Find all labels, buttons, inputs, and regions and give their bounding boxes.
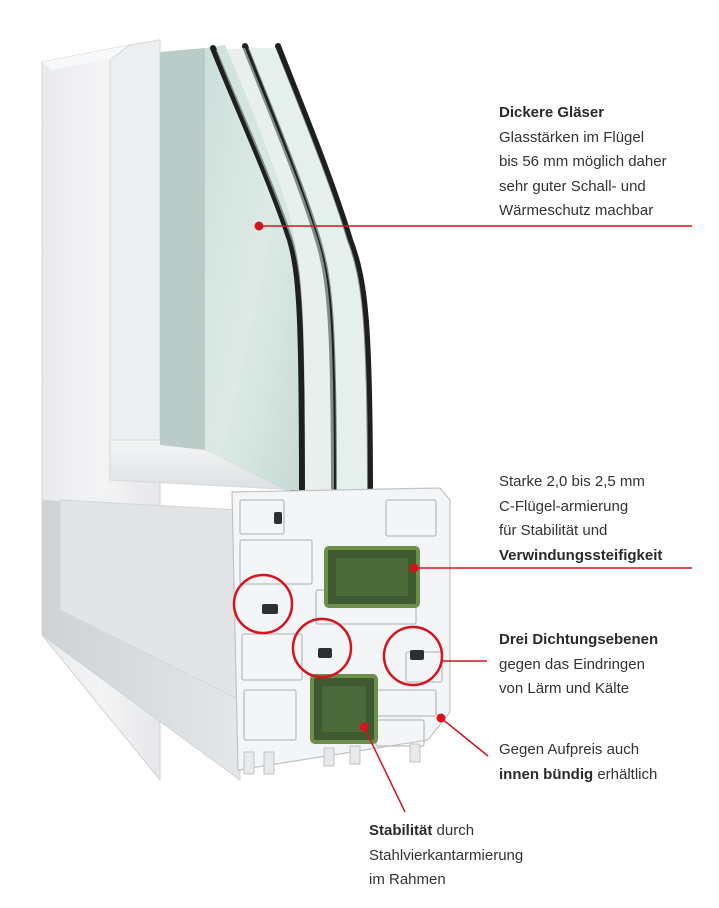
annotation-reinforcement-bold: Verwindungssteifigkeit	[499, 546, 663, 564]
annotation-glass-line-1: Glasstärken im Flügel	[499, 128, 645, 146]
annotation-glass: Dickere Gläser Glasstärken im Flügel bis…	[499, 101, 667, 224]
annotation-seals-title: Drei Dichtungsebenen	[499, 631, 659, 648]
annotation-stability: Stabilität durch Stahlvierkantarmierung …	[369, 819, 523, 893]
annotation-glass-line-4: Wärmeschutz machbar	[499, 202, 654, 219]
annotation-flush-rest: erhältlich	[593, 765, 658, 783]
annotation-stability-bold: Stabilität	[369, 822, 433, 839]
annotation-seals: Drei Dichtungsebenen gegen das Eindringe…	[499, 628, 658, 702]
annotation-reinforcement-line-2: C-Flügel-armierung	[499, 497, 629, 515]
annotation-stability-rest: durch	[432, 822, 475, 839]
annotation-flush-bold: innen bündig	[499, 765, 594, 783]
annotation-glass-line-3: sehr guter Schall- und	[499, 177, 646, 195]
annotation-glass-title: Dickere Gläser	[499, 104, 605, 121]
annotation-seals-line-1: gegen das Eindringen	[499, 655, 645, 673]
annotation-reinforcement-line-3: für Stabilität und	[499, 522, 608, 539]
annotation-stability-line-1: Stahlvierkantarmierung	[369, 846, 524, 864]
annotation-stability-line-2: im Rahmen	[369, 871, 446, 888]
annotation-reinforcement-line-1: Starke 2,0 bis 2,5 mm	[499, 473, 645, 490]
annotation-glass-line-2: bis 56 mm möglich daher	[499, 153, 667, 170]
highlight-circles	[232, 573, 444, 687]
annotation-flush: Gegen Aufpreis auch innen bündig erhältl…	[499, 738, 657, 787]
annotation-seals-line-2: von Lärm und Kälte	[499, 680, 630, 697]
window-frame	[41, 39, 301, 782]
profile-cross-section	[231, 487, 451, 775]
annotation-flush-line-1: Gegen Aufpreis auch	[499, 741, 640, 758]
annotation-reinforcement: Starke 2,0 bis 2,5 mm C-Flügel-armierung…	[499, 470, 662, 568]
leader-lines	[254, 221, 692, 813]
